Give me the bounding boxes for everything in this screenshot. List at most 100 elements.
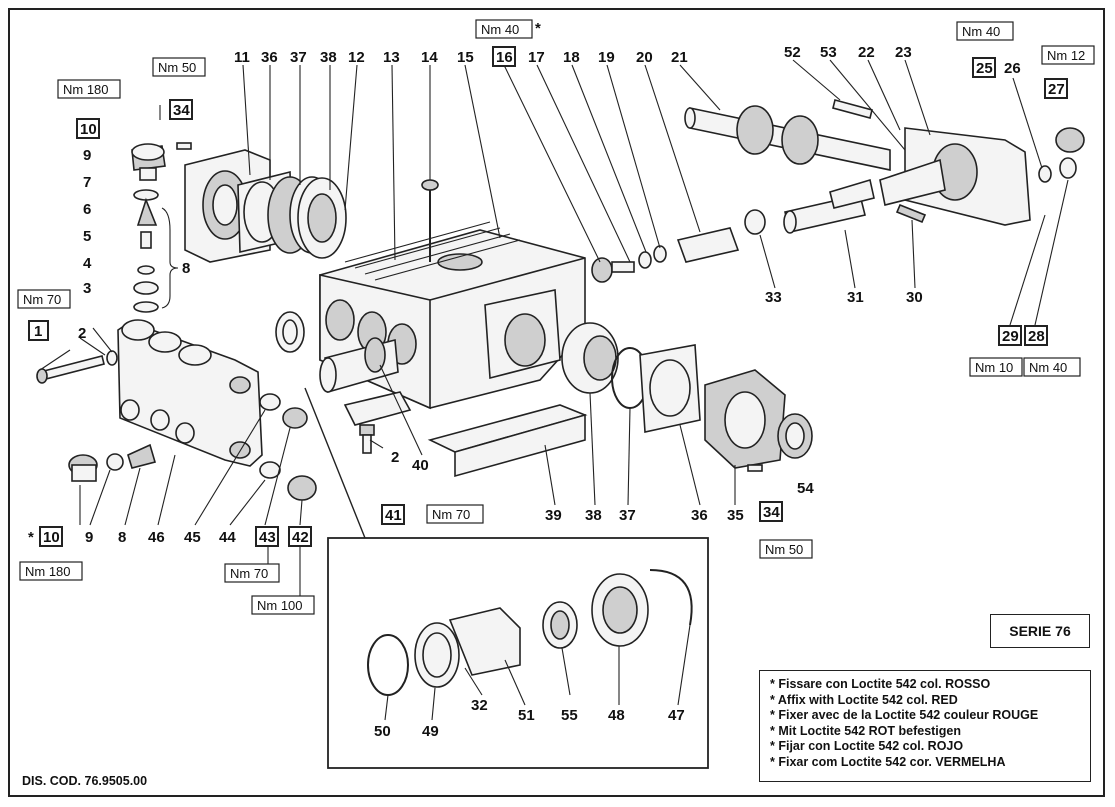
- part-22: 22: [858, 44, 875, 61]
- part-4: 4: [83, 255, 92, 272]
- part-36-top: 36: [261, 49, 278, 66]
- conrod-31: [783, 178, 875, 234]
- part-53: 53: [820, 44, 837, 61]
- plunger-guides-40: [319, 337, 399, 394]
- ref-16: 16: [496, 49, 513, 66]
- key-52: [832, 99, 873, 119]
- bearing-cover-35: [704, 369, 786, 469]
- part-47: 47: [668, 707, 685, 724]
- part-39: 39: [545, 507, 562, 524]
- seal-54: [777, 413, 813, 459]
- torque-nm180-top: Nm 180: [63, 82, 109, 97]
- torque-nm180-bottom: Nm 180: [25, 564, 71, 579]
- torque-nm70-41: Nm 70: [432, 507, 470, 522]
- part-17: 17: [528, 49, 545, 66]
- bearing-38-right: [561, 322, 619, 394]
- note-en: * Affix with Loctite 542 col. RED: [770, 692, 958, 707]
- part-37-top: 37: [290, 49, 307, 66]
- part-8-bottom: 8: [118, 529, 126, 546]
- asterisk-bottom: *: [28, 529, 34, 546]
- ref-10-bottom: 10: [43, 529, 60, 546]
- part-55: 55: [561, 707, 578, 724]
- plug-10-bottom: [68, 443, 157, 482]
- bearing-38: [297, 177, 347, 259]
- valve-stack: [133, 189, 179, 313]
- part-54: 54: [797, 480, 814, 497]
- torque-nm12: Nm 12: [1047, 48, 1085, 63]
- ref-27: 27: [1048, 81, 1065, 98]
- ref-43: 43: [259, 529, 276, 546]
- part-31: 31: [847, 289, 864, 306]
- part-15: 15: [457, 49, 474, 66]
- torque-nm70-43: Nm 70: [230, 566, 268, 581]
- note-pt: * Fixar com Loctite 542 cor. VERMELHA: [770, 754, 1006, 769]
- ref-28: 28: [1028, 328, 1045, 345]
- part-2-left: 2: [78, 325, 86, 342]
- drawing-frame: [8, 8, 1105, 797]
- part-49: 49: [422, 723, 439, 740]
- part-23: 23: [895, 44, 912, 61]
- oring-44-45: [259, 393, 281, 479]
- plugs-42-43: [282, 407, 317, 501]
- ref-29: 29: [1002, 328, 1019, 345]
- part-9-bottom: 9: [85, 529, 93, 546]
- torque-nm50-34: Nm 50: [765, 542, 803, 557]
- part-51: 51: [518, 707, 535, 724]
- part-3: 3: [83, 280, 91, 297]
- torque-nm40-right: Nm 40: [962, 24, 1000, 39]
- part-2-center: 2: [391, 449, 399, 466]
- part-44: 44: [219, 529, 236, 546]
- note-it: * Fissare con Loctite 542 col. ROSSO: [770, 677, 991, 691]
- pin-30: [895, 203, 927, 224]
- part-21: 21: [671, 49, 688, 66]
- part-13: 13: [383, 49, 400, 66]
- part-5: 5: [83, 228, 91, 245]
- drawing-code: DIS. COD. 76.9505.00: [22, 774, 148, 788]
- boxed-refs[interactable]: 10 34 1 16 25 27 29 28 41 34 * 10 43 42: [28, 46, 1068, 547]
- part-6: 6: [83, 201, 91, 218]
- part-33: 33: [765, 289, 782, 306]
- torque-nm70-left: Nm 70: [23, 292, 61, 307]
- gasket-36-right: [639, 344, 701, 433]
- ref-41: 41: [385, 507, 402, 524]
- part-36-bottom: 36: [691, 507, 708, 524]
- torque-nm50-left: Nm 50: [158, 60, 196, 75]
- ref-1: 1: [34, 323, 42, 340]
- rear-cover-23: [879, 127, 1031, 226]
- note-es: * Fijar con Loctite 542 col. ROJO: [770, 739, 964, 753]
- loctite-notes: * Fissare con Loctite 542 col. ROSSO * A…: [759, 670, 1091, 782]
- bolt-2-center: [359, 424, 375, 454]
- ref-25: 25: [976, 60, 993, 77]
- part-26: 26: [1004, 60, 1021, 77]
- part-40: 40: [412, 457, 429, 474]
- part-48: 48: [608, 707, 625, 724]
- note-fr: * Fixer avec de la Loctite 542 couleur R…: [770, 708, 1039, 722]
- torque-nm100: Nm 100: [257, 598, 303, 613]
- part-numbers[interactable]: 11 36 37 38 12 13 14 15 17 18 19 20 21 5…: [78, 44, 1021, 740]
- ref-10-top: 10: [80, 121, 97, 138]
- part-52: 52: [784, 44, 801, 61]
- ref-34-left: 34: [173, 102, 190, 119]
- screw-34-right: [747, 464, 763, 472]
- torque-labels[interactable]: Nm 40 * Nm 50 Nm 180 Nm 70 Nm 40 Nm 12 N…: [17, 19, 1095, 615]
- bracket-39: [343, 391, 588, 478]
- torque-nm40-28: Nm 40: [1029, 360, 1067, 375]
- oil-cap-10: [131, 143, 166, 181]
- part-35: 35: [727, 507, 744, 524]
- part-37-bottom: 37: [619, 507, 636, 524]
- cover-flange-11: [184, 149, 271, 263]
- part-38-top: 38: [320, 49, 337, 66]
- manifold-head-46: [117, 319, 263, 467]
- screw-34-left: [176, 142, 192, 150]
- ref-42: 42: [292, 529, 309, 546]
- plug-27-seal-26: [1038, 127, 1085, 183]
- bolt-1: [36, 350, 118, 384]
- asterisk-top: *: [535, 20, 541, 37]
- torque-nm40-top: Nm 40: [481, 22, 519, 37]
- part-8-group: 8: [182, 260, 190, 277]
- part-12: 12: [348, 49, 365, 66]
- part-30: 30: [906, 289, 923, 306]
- part-19: 19: [598, 49, 615, 66]
- part-50: 50: [374, 723, 391, 740]
